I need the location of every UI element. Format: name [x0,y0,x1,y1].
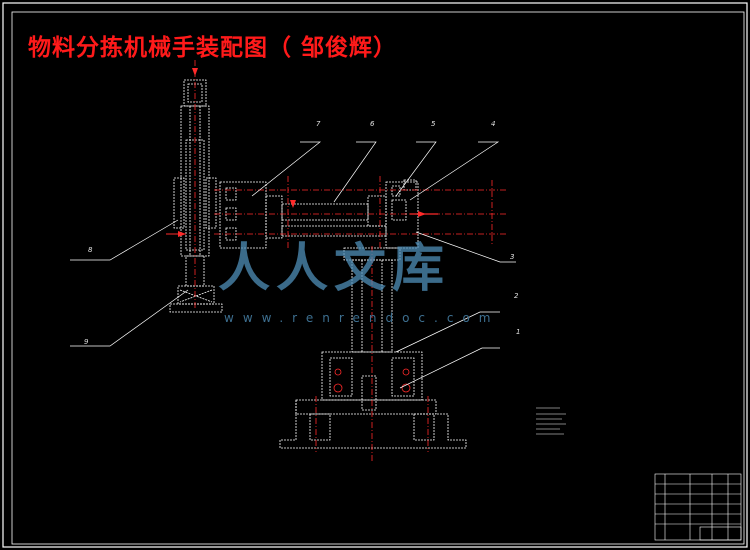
drawing-title: 物料分拣机械手装配图（ 邹俊辉） [28,34,398,61]
part-label-1: 1 [516,328,521,336]
watermark-text: 人人文库 [218,238,451,299]
vertical-column [169,79,223,313]
watermark-url: www.renrendoc.com [224,311,500,325]
base-housing [279,351,467,449]
part-label-2: 2 [514,292,519,300]
part-label-5: 5 [431,120,436,128]
part-label-9: 9 [84,338,89,346]
inner-border [11,11,745,545]
bearing-symbols [333,368,411,393]
part-label-4: 4 [491,120,496,128]
arm-centerlines [214,176,508,250]
part-label-8: 8 [88,246,93,254]
arm-arrow [290,200,296,208]
technical-notes [536,407,566,435]
leader-lines [70,141,516,389]
part-label-6: 6 [370,120,375,128]
title-block [654,473,742,541]
part-label-7: 7 [316,120,321,128]
top-arrow [192,68,198,76]
base-centerlines [315,246,429,462]
part-label-3: 3 [510,253,515,261]
